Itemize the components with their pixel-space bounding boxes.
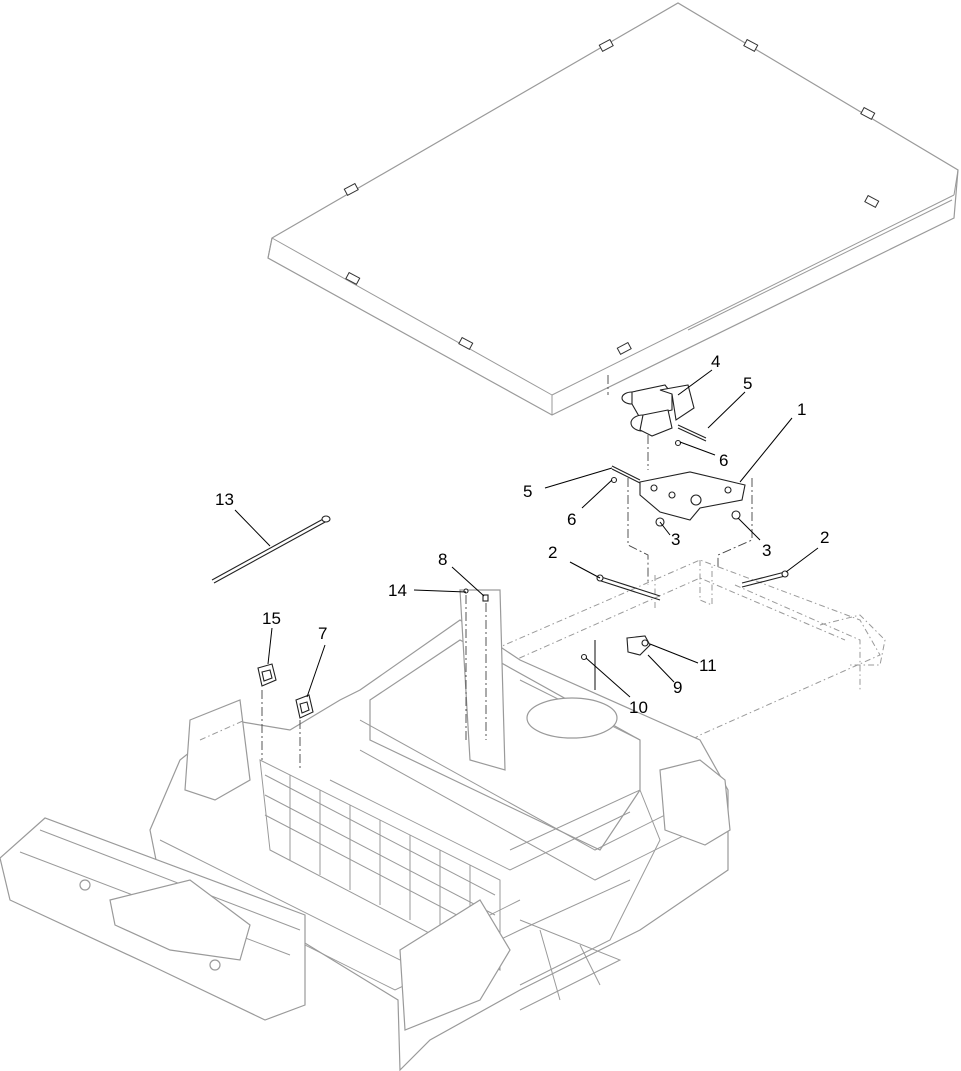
tie-mount-screw	[463, 588, 489, 740]
leader-lines	[234, 369, 819, 698]
callout-11: 11	[699, 656, 717, 675]
callout-15: 15	[262, 609, 281, 628]
callout-6-left: 6	[567, 510, 576, 529]
switch-mounting-bracket	[610, 465, 753, 585]
callout-5-left: 5	[523, 482, 532, 501]
callout-labels: 4 5 1 6 5 6 3 3 2 2 8 14 13 15 7 11 9 10	[215, 352, 829, 717]
seat-cover-panel	[267, 2, 959, 416]
callout-3-left: 3	[671, 530, 680, 549]
callout-9: 9	[673, 678, 682, 697]
callout-7: 7	[318, 624, 327, 643]
callout-14: 14	[388, 581, 407, 600]
callout-2-left: 2	[548, 543, 557, 562]
front-shield-plate	[0, 817, 306, 1021]
callout-10: 10	[629, 698, 648, 717]
callout-2-right: 2	[820, 528, 829, 547]
callout-5-top: 5	[743, 374, 752, 393]
cable-tie	[211, 515, 331, 584]
seat-switch-assembly	[621, 384, 707, 470]
callout-3-right: 3	[762, 541, 771, 560]
switch-connector-7	[295, 694, 314, 770]
switch-connector-15	[257, 663, 277, 760]
callout-13: 13	[215, 490, 234, 509]
callout-4: 4	[711, 352, 720, 371]
callout-1: 1	[797, 400, 806, 419]
callout-8: 8	[438, 550, 447, 569]
chassis-body	[149, 589, 731, 1071]
callout-6-top: 6	[719, 451, 728, 470]
